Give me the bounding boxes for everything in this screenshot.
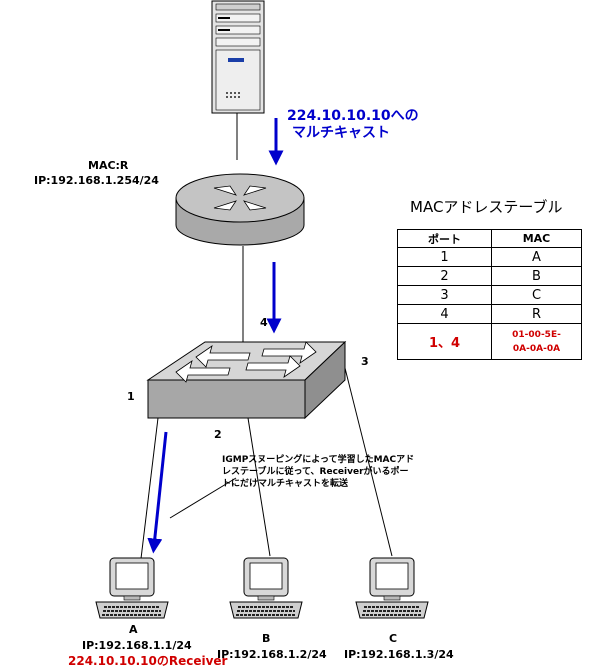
host-b-ip: IP:192.168.1.2/24	[217, 648, 327, 661]
mac-address-table: ポート MAC 1 A 2 B 3 C 4 R 1、4 01-00-5E- 0A…	[397, 229, 582, 360]
host-a-name: A	[129, 623, 138, 636]
cell-mac: B	[491, 266, 582, 286]
switch-icon	[146, 340, 347, 420]
switch-host-b-link	[247, 417, 271, 557]
cell-mac: 01-00-5E- 0A-0A-0A	[491, 323, 582, 360]
cell-mac: A	[491, 247, 582, 267]
router-ip-label: IP:192.168.1.254/24	[34, 174, 159, 187]
host-b-name: B	[262, 632, 270, 645]
cell-mac: C	[491, 285, 582, 305]
server-icon	[211, 0, 265, 114]
header-port: ポート	[397, 229, 492, 248]
host-a-receiver-label: 224.10.10.10のReceiver	[68, 654, 228, 668]
cell-mac-line1: 01-00-5E-	[512, 329, 561, 340]
router-mac-label: MAC:R	[88, 159, 129, 172]
port-3-label: 3	[361, 355, 369, 368]
header-mac: MAC	[491, 229, 582, 248]
cell-mac: R	[491, 304, 582, 324]
cell-port: 1、4	[397, 323, 492, 360]
table-row-multicast: 1、4 01-00-5E- 0A-0A-0A	[397, 323, 582, 360]
table-row: 1 A	[397, 247, 582, 267]
host-a-icon	[95, 557, 169, 619]
mac-table-title: MACアドレステーブル	[410, 198, 563, 216]
table-header-row: ポート MAC	[397, 229, 582, 248]
host-c-name: C	[389, 632, 397, 645]
router-icon	[175, 173, 305, 246]
cell-port: 4	[397, 304, 492, 324]
note-line1: IGMPスヌーピングによって学習したMACアド	[222, 453, 414, 465]
note-line3: トにだけマルチキャストを転送	[222, 477, 349, 489]
table-row: 2 B	[397, 266, 582, 286]
port-2-label: 2	[214, 428, 222, 441]
cell-mac-line2: 0A-0A-0A	[512, 343, 561, 354]
note-leader-line	[169, 477, 237, 519]
switch-to-host-a-arrow-icon	[147, 431, 168, 554]
multicast-label-line2: マルチキャスト	[292, 125, 390, 141]
cell-port: 2	[397, 266, 492, 286]
cell-port: 3	[397, 285, 492, 305]
port-1-label: 1	[127, 390, 135, 403]
switch-host-c-link	[344, 367, 393, 557]
host-c-icon	[355, 557, 429, 619]
table-row: 4 R	[397, 304, 582, 324]
host-b-icon	[229, 557, 303, 619]
host-c-ip: IP:192.168.1.3/24	[344, 648, 454, 661]
host-a-ip: IP:192.168.1.1/24	[82, 639, 192, 652]
note-line2: レステーブルに従って、Receiverがいるポー	[222, 465, 409, 477]
table-row: 3 C	[397, 285, 582, 305]
port-4-label: 4	[260, 316, 268, 329]
multicast-label-line1: 224.10.10.10への	[287, 108, 419, 124]
cell-port: 1	[397, 247, 492, 267]
